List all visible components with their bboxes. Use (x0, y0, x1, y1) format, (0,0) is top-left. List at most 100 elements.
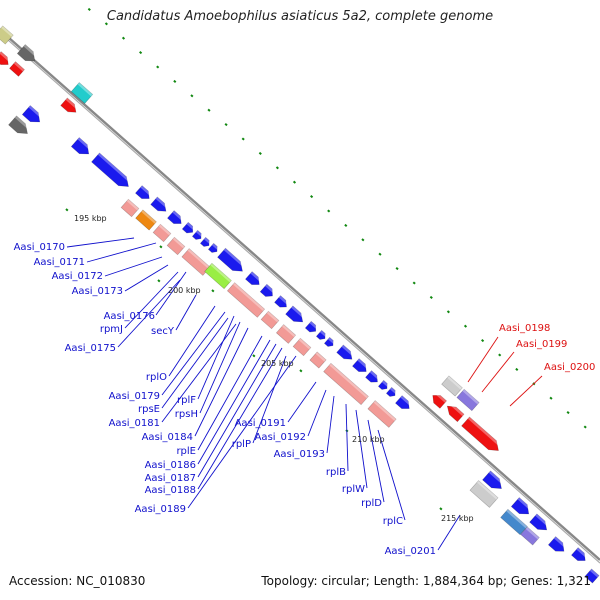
gene-highlight (434, 391, 447, 403)
label-connectors (66, 237, 543, 551)
label-connector-line (197, 315, 235, 400)
label-connector-line (481, 351, 515, 393)
gene-shape (584, 568, 600, 584)
gene-highlight (467, 416, 503, 448)
gene-label-aasi-0201[interactable]: Aasi_0201 (385, 546, 436, 557)
gene-label-aasi-0181[interactable]: Aasi_0181 (109, 418, 160, 429)
gene-highlight (506, 509, 528, 529)
gene-blue (150, 196, 170, 212)
gene-label-aasi-0189[interactable]: Aasi_0189 (135, 504, 186, 515)
gene-steel-blue (500, 508, 528, 536)
gene-track (0, 25, 600, 584)
gene-highlight (23, 44, 39, 59)
gene-label-aasi-0184[interactable]: Aasi_0184 (142, 432, 193, 443)
gene-label-aasi-0186[interactable]: Aasi_0186 (145, 460, 196, 471)
scale-tick-200: 200 kbp (168, 286, 201, 295)
gene-grey (16, 44, 39, 62)
gene-salmon (323, 362, 369, 406)
gene-blue (135, 185, 153, 199)
gene-label-rple[interactable]: rplE (176, 446, 196, 457)
gc-dash (241, 137, 245, 141)
scale-tick-205: 205 kbp (261, 359, 294, 368)
gene-label-rplw[interactable]: rplW (342, 484, 365, 495)
gene-label-aasi-0191[interactable]: Aasi_0191 (235, 418, 286, 429)
gc-dash (156, 65, 160, 69)
gene-label-aasi-0192[interactable]: Aasi_0192 (255, 432, 306, 443)
gene-shape (385, 386, 396, 397)
gene-label-aasi-0199[interactable]: Aasi_0199 (516, 339, 567, 350)
scale-tick-210: 210 kbp (352, 435, 385, 444)
gene-label-aasi-0173[interactable]: Aasi_0173 (72, 286, 123, 297)
gc-dash (275, 166, 279, 170)
gene-label-rplc[interactable]: rplC (383, 516, 403, 527)
gene-blue (571, 547, 589, 561)
gene-shape (571, 547, 586, 561)
gene-label-aasi-0170[interactable]: Aasi_0170 (14, 242, 65, 253)
gene-label-rplf[interactable]: rplF (177, 395, 196, 406)
gc-dash (224, 123, 228, 127)
gene-label-aasi-0179[interactable]: Aasi_0179 (109, 391, 160, 402)
gene-highlight (250, 271, 263, 283)
gene-label-secy[interactable]: secY (151, 326, 175, 337)
gene-red (432, 391, 447, 409)
gene-highlight (373, 400, 397, 422)
gene-highlight (357, 358, 370, 370)
gene-highlight (172, 237, 185, 249)
gene-highlight (232, 282, 265, 311)
gc-dash (412, 281, 416, 285)
gene-highlight (517, 497, 533, 512)
gene-label-rpse[interactable]: rpsE (138, 404, 160, 415)
gene-shape (510, 497, 530, 515)
gene-shape (446, 405, 465, 423)
gene-label-rplb[interactable]: rplB (326, 467, 346, 478)
gc-dash (583, 425, 587, 429)
gene-blue (547, 536, 568, 552)
gene-label-aasi-0172[interactable]: Aasi_0172 (52, 271, 103, 282)
gc-dash (207, 108, 211, 112)
gc-dash (258, 151, 262, 155)
gene-olive (0, 25, 14, 45)
gene-label-rplp[interactable]: rplP (232, 439, 251, 450)
gc-dash (566, 411, 570, 415)
gene-blue (304, 320, 319, 333)
gene-blue (285, 305, 307, 323)
gene-shape (152, 223, 172, 243)
gene-label-rplo[interactable]: rplO (146, 372, 167, 383)
gene-blue (259, 283, 276, 297)
gene-blue (91, 152, 133, 187)
gene-grey (8, 115, 32, 134)
gene-shape (275, 324, 297, 344)
gene-label-aasi-0200[interactable]: Aasi_0200 (544, 362, 595, 373)
gene-label-aasi-0187[interactable]: Aasi_0187 (145, 473, 196, 484)
gene-highlight (158, 224, 171, 236)
gc-dash (378, 252, 382, 256)
gene-shape (461, 416, 499, 451)
label-connector-line (117, 279, 181, 348)
gene-label-aasi-0171[interactable]: Aasi_0171 (34, 257, 85, 268)
gene-label-aasi-0175[interactable]: Aasi_0175 (65, 343, 116, 354)
gene-label-aasi-0188[interactable]: Aasi_0188 (145, 485, 196, 496)
gene-label-aasi-0198[interactable]: Aasi_0198 (499, 323, 550, 334)
gene-label-rpsh[interactable]: rpsH (175, 409, 198, 420)
gene-label-aasi-0193[interactable]: Aasi_0193 (274, 449, 325, 460)
gene-blue (323, 336, 336, 347)
gene-shape (395, 395, 410, 409)
gene-blue (70, 137, 93, 155)
label-connector-line (345, 403, 349, 472)
gc-dash (498, 353, 502, 357)
gene-blue (482, 470, 506, 489)
label-connector-line (161, 311, 226, 396)
gene-label-rpmj[interactable]: rpmJ (100, 324, 123, 335)
label-connector-line (437, 514, 461, 551)
gene-highlight (211, 243, 220, 251)
gc-dash (361, 238, 365, 242)
gene-shape (323, 362, 369, 406)
gene-shape (547, 536, 565, 552)
gene-label-aasi-0176[interactable]: Aasi_0176 (104, 311, 155, 322)
label-connector-line (66, 237, 135, 248)
gene-salmon (226, 282, 266, 318)
gene-shape (377, 379, 388, 390)
gene-shape (0, 51, 9, 65)
gc-dash (292, 180, 297, 184)
gene-label-rpld[interactable]: rplD (361, 498, 382, 509)
